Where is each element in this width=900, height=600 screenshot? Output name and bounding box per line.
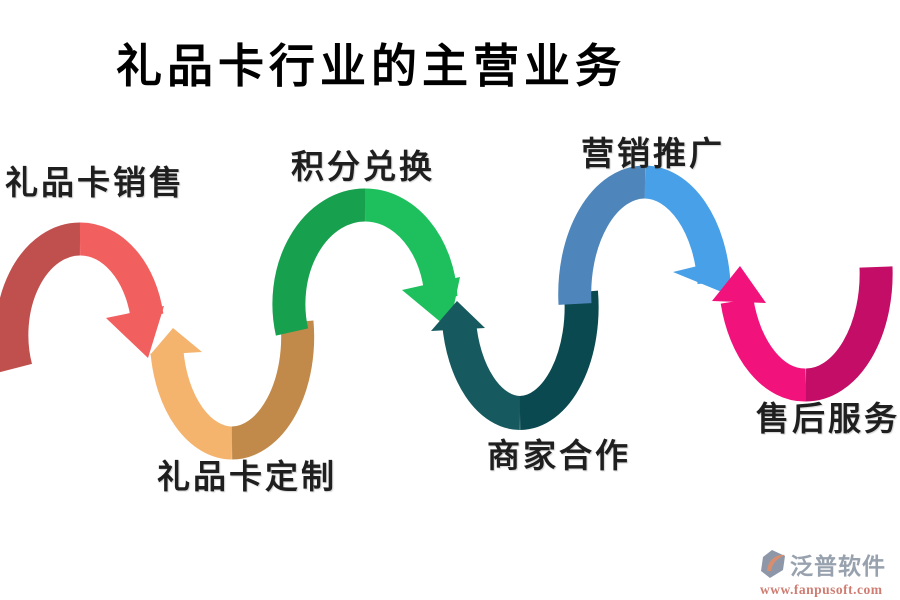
ribbon-gift-card-customization	[150, 320, 315, 460]
ribbon-marketing-promotion-back	[558, 165, 646, 305]
label-gift-card-customization: 礼品卡定制	[157, 460, 337, 496]
arrow-up-after-sales-service	[712, 266, 766, 303]
label-marketing-promotion: 营销推广	[581, 137, 725, 173]
ribbon-gift-card-sales	[0, 222, 164, 373]
arrow-down-marketing-promotion	[673, 259, 734, 297]
ribbon-marketing-promotion	[558, 165, 734, 305]
label-gift-card-sales: 礼品卡销售	[5, 166, 185, 202]
ribbon-after-sales-service	[712, 266, 893, 402]
ribbon-after-sales-service-back	[805, 266, 893, 402]
arrow-up-merchant-cooperation	[431, 301, 485, 331]
ribbon-points-redemption-back	[272, 188, 366, 336]
arrow-up-gift-card-customization	[150, 328, 202, 355]
ribbon-gift-card-sales-back	[0, 222, 81, 373]
ribbon-gift-card-customization-back	[230, 320, 315, 460]
watermark: 泛普软件 www.fanpusoft.com	[758, 547, 898, 598]
ribbon-merchant-cooperation	[431, 290, 599, 430]
watermark-url-text: www.fanpusoft.com	[760, 582, 883, 597]
arrow-down-gift-card-sales	[106, 306, 164, 358]
ribbon-after-sales-service-front	[720, 298, 807, 402]
label-after-sales-service: 售后服务	[756, 402, 900, 438]
ribbon-gift-card-customization-front	[150, 350, 234, 460]
watermark-brand-text: 泛普软件	[790, 553, 886, 579]
ribbon-merchant-cooperation-front	[442, 320, 522, 430]
label-points-redemption: 积分兑换	[291, 150, 435, 186]
ribbon-merchant-cooperation-back	[518, 290, 599, 430]
ribbon-points-redemption	[272, 188, 460, 336]
page-title: 礼品卡行业的主营业务	[116, 41, 626, 92]
ribbon-marketing-promotion-front	[643, 165, 731, 285]
ribbon-gift-card-sales-front	[79, 222, 164, 319]
fanpu-logo-icon	[761, 550, 785, 578]
label-merchant-cooperation: 商家合作	[487, 439, 631, 475]
ribbon-points-redemption-front	[364, 188, 458, 299]
